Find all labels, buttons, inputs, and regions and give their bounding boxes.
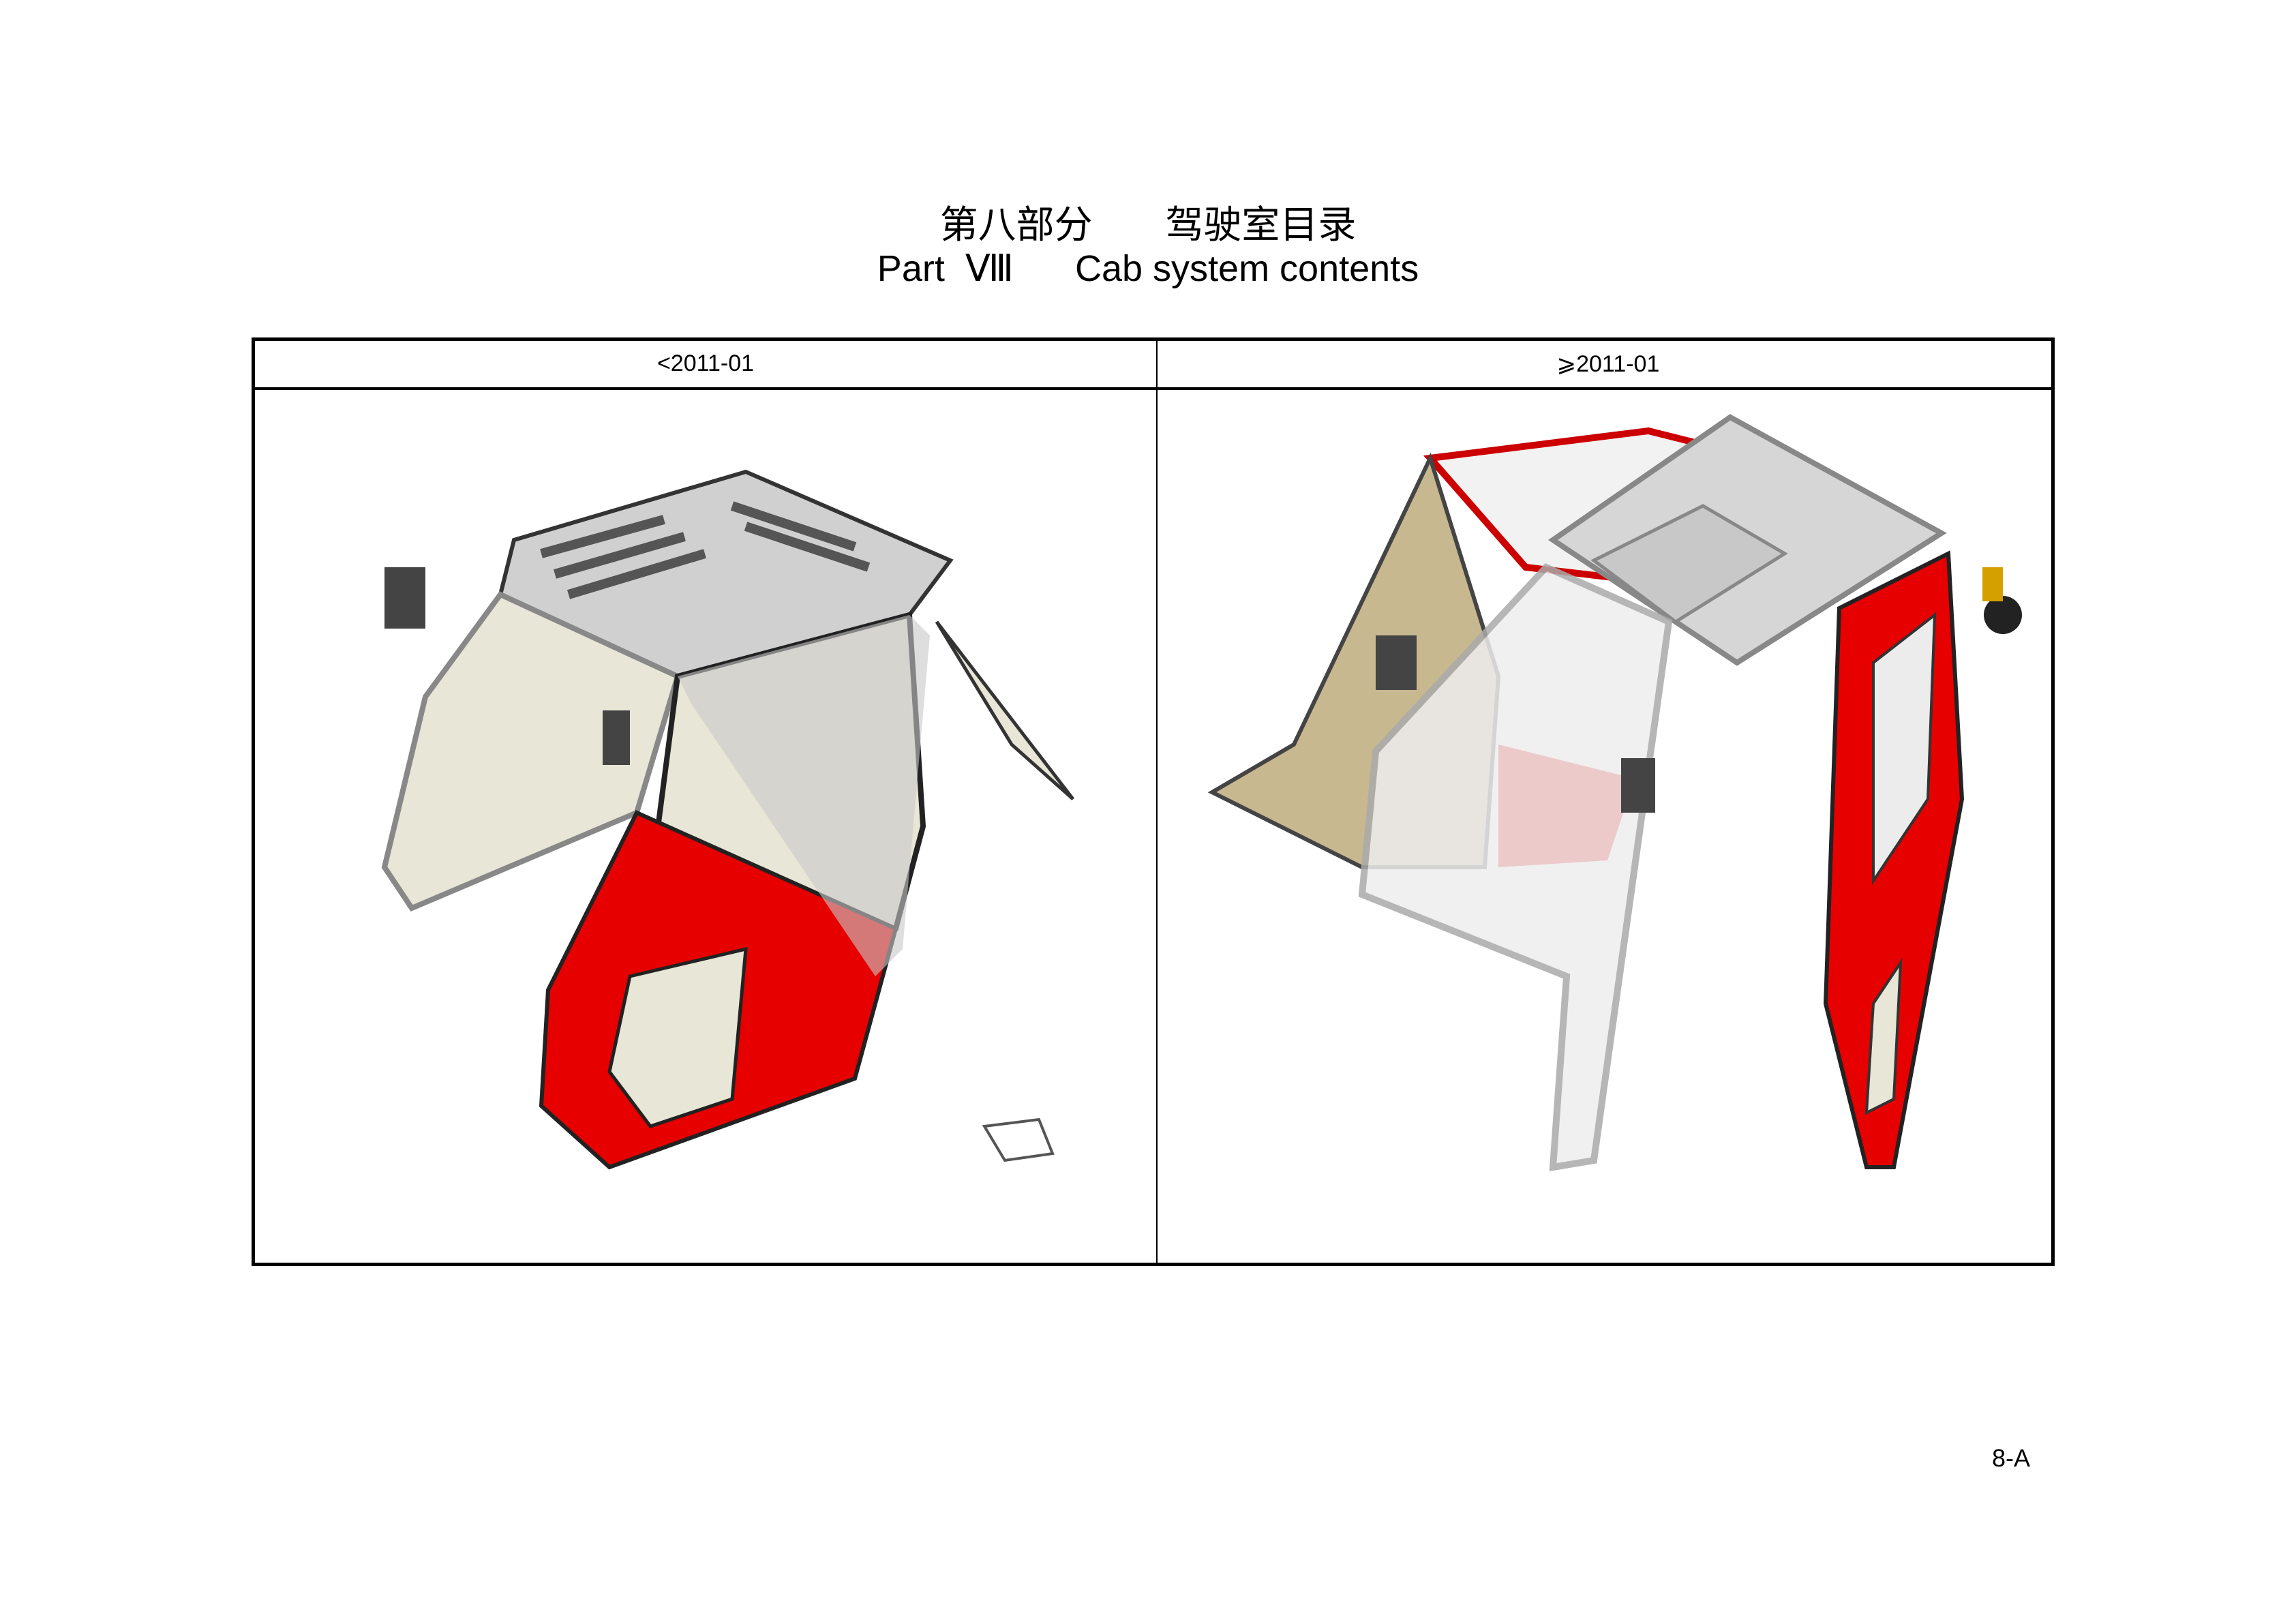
cab-drawing-new [1207,414,2022,1171]
table-header-row: <2011-01 ⩾2011-01 [255,341,2051,390]
page-number: 8-A [1992,1444,2031,1472]
contents-table: <2011-01 ⩾2011-01 [252,337,2055,1266]
cab-drawing-old [381,469,1074,1170]
title-chinese: 第八部分 驾驶室目录 [939,203,1357,247]
cab-illustration-from-2011 [1158,390,2056,1263]
header-from-2011: ⩾2011-01 [1556,351,1660,377]
title-english: Part Ⅷ Cab system contents [877,248,1419,289]
header-before-2011: <2011-01 [656,350,755,376]
cab-illustration-before-2011 [255,390,1153,1263]
column-divider [1156,341,1158,1263]
